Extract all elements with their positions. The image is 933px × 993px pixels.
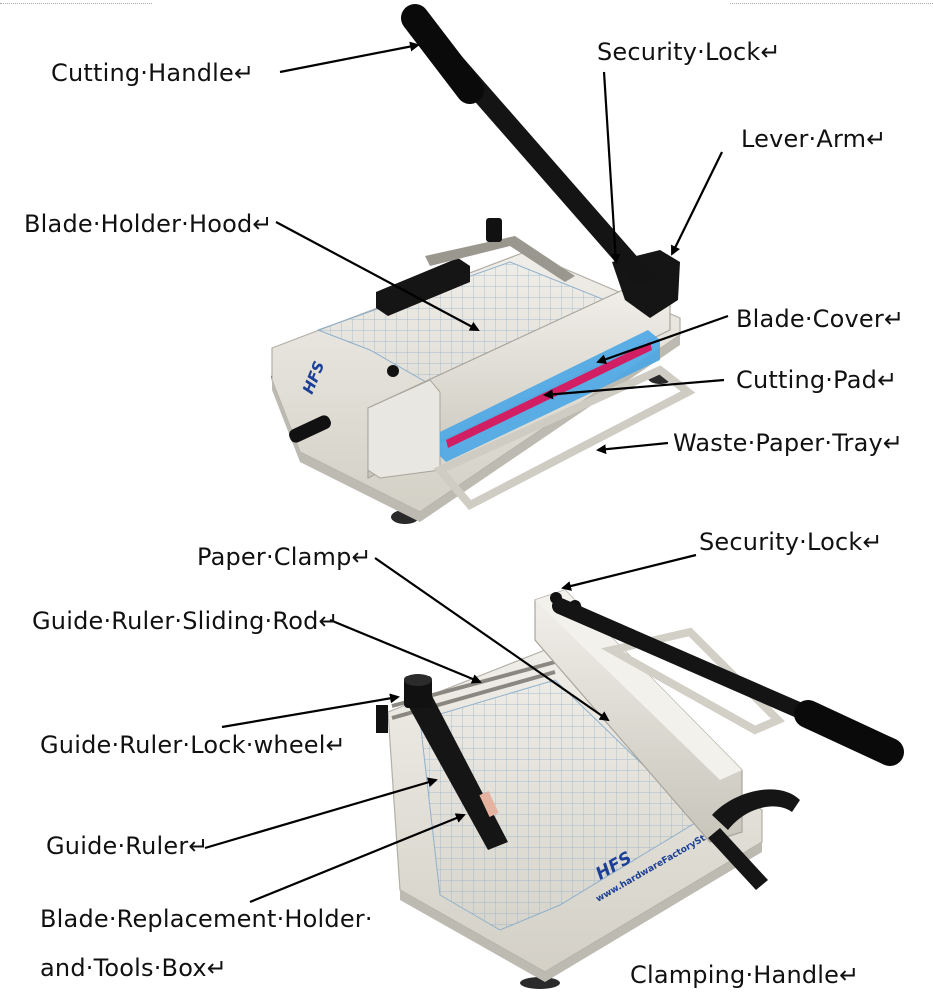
- label-cutting-pad: Cutting·Pad↵: [736, 366, 898, 394]
- arrow-guide-ruler-sliding-rod: [329, 618, 482, 684]
- arrow-waste-paper-tray: [596, 441, 669, 455]
- guide-ruler-bar: [405, 692, 508, 850]
- bottom-cutter: HFS www.hardwareFactoryStore.com: [376, 589, 904, 989]
- label-cutting-handle: Cutting·Handle↵: [51, 59, 255, 87]
- label-guide-ruler-lock-wheel: Guide·Ruler·Lock·wheel↵: [40, 731, 346, 759]
- header-dotted-line-left: [0, 3, 152, 4]
- waste-paper-tray: [433, 365, 696, 511]
- lock-wheel-top: [404, 674, 432, 686]
- arrow-lever-arm: [671, 151, 723, 256]
- cutting-handle-grip: [401, 4, 484, 104]
- cutting-handle-bottom: [552, 598, 834, 730]
- ruler-lock-knob: [486, 218, 502, 242]
- label-blade-holder-hood: Blade·Holder·Hood↵: [24, 210, 273, 238]
- side-block: [376, 705, 388, 733]
- back-ruler-block: [376, 258, 470, 316]
- back-ruler-rail: [425, 236, 575, 282]
- label-guide-ruler-sliding-rod: Guide·Ruler·Sliding·Rod↵: [32, 607, 339, 635]
- arrow-guide-ruler-lock-wheel: [221, 693, 400, 729]
- clamping-handle: [712, 789, 800, 830]
- label-lever-arm: Lever·Arm↵: [741, 125, 887, 153]
- arrow-security-lock-bottom: [561, 553, 697, 591]
- base-plate-bottom-edge: [400, 842, 762, 982]
- label-blade-replacement-line2: and·Tools·Box↵: [40, 954, 228, 982]
- arrow-paper-clamp: [374, 557, 610, 722]
- arrow-blade-replacement: [249, 813, 466, 904]
- clamp-handle-top: [289, 415, 331, 443]
- cutting-grid-bottom: [419, 679, 701, 931]
- waste-tray-arm: [601, 627, 785, 735]
- callout-arrows: [204, 41, 729, 904]
- label-paper-clamp: Paper·Clamp↵: [197, 543, 372, 571]
- header-dotted-line-right: [730, 3, 933, 4]
- arrow-guide-ruler: [204, 777, 438, 850]
- foot: [520, 977, 560, 989]
- ruler-scale-window: [479, 791, 499, 817]
- label-security-lock-top: Security·Lock↵: [597, 38, 781, 66]
- label-security-lock-bottom: Security·Lock↵: [699, 528, 883, 556]
- arrow-blade-cover: [596, 314, 729, 365]
- arrow-cutting-handle: [279, 41, 420, 74]
- arrow-security-lock-top: [602, 71, 621, 264]
- arrow-cutting-pad: [543, 378, 725, 400]
- cutting-handle-bottom-grip: [794, 700, 904, 766]
- hood-top-face: [535, 590, 742, 780]
- label-clamping-handle: Clamping·Handle↵: [630, 961, 860, 989]
- arrow-blade-holder-hood: [275, 221, 480, 331]
- label-waste-paper-tray: Waste·Paper·Tray↵: [673, 429, 904, 457]
- clamping-handle-lower: [708, 828, 768, 890]
- label-blade-cover: Blade·Cover↵: [736, 305, 905, 333]
- label-guide-ruler: Guide·Ruler↵: [46, 832, 209, 860]
- label-blade-replacement-line1: Blade·Replacement·Holder·: [40, 905, 373, 933]
- knob: [387, 365, 399, 377]
